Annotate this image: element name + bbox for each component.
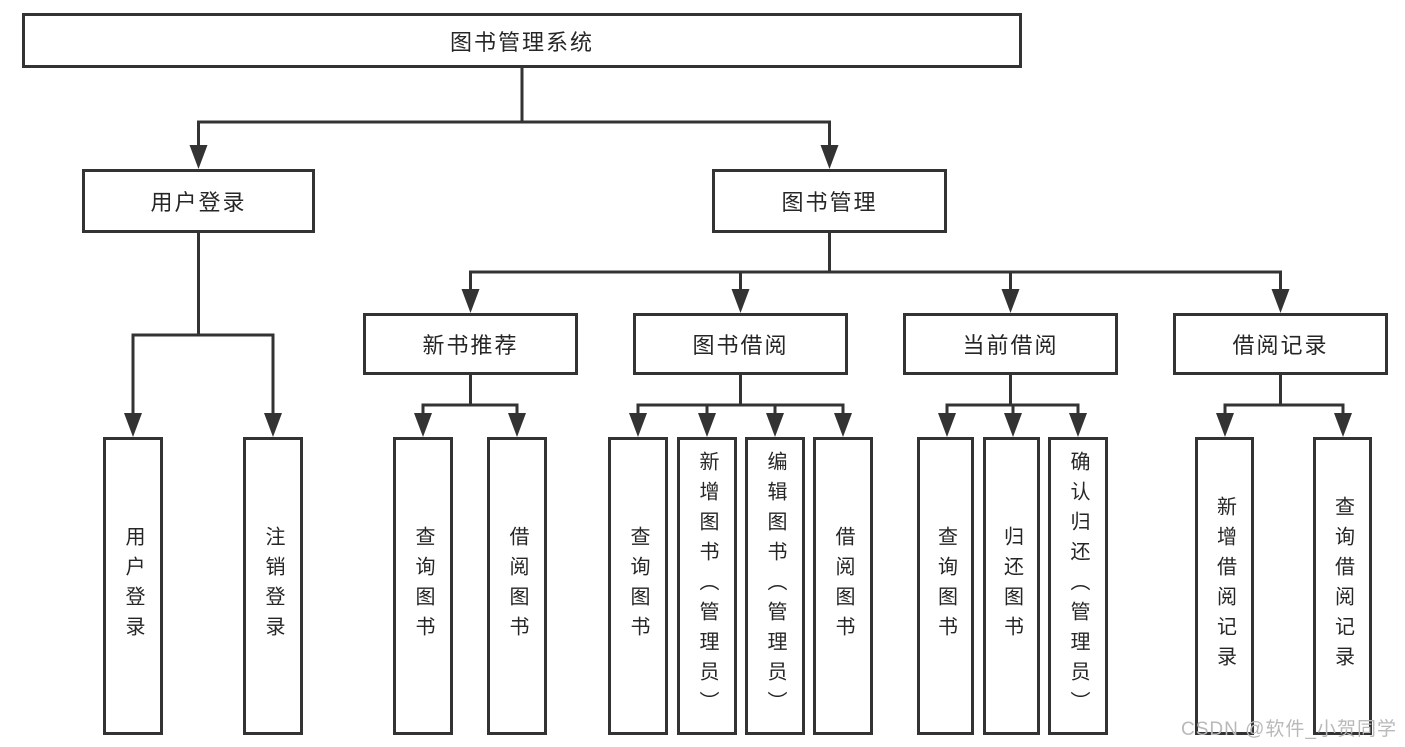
leaf-borrow-book-1: 借阅图书 bbox=[487, 437, 547, 735]
leaf-query-book-1: 查询图书 bbox=[393, 437, 453, 735]
arrowhead-icon bbox=[938, 413, 956, 437]
node-book-management: 图书管理 bbox=[712, 169, 947, 233]
leaf-label: 用户登录 bbox=[122, 526, 144, 646]
leaf-label: 注销登录 bbox=[262, 526, 284, 646]
node-label: 图书管理系统 bbox=[449, 29, 594, 55]
leaf-label: 归还图书 bbox=[1000, 526, 1023, 646]
leaf-query-book-3: 查询图书 bbox=[917, 437, 974, 735]
arrowhead-icon bbox=[1334, 413, 1352, 437]
node-label: 新书推荐 bbox=[422, 333, 519, 358]
leaf-label: 编辑图书（管理员） bbox=[764, 451, 786, 721]
leaf-label: 新增借阅记录 bbox=[1213, 496, 1236, 676]
arrowhead-icon bbox=[1069, 413, 1087, 437]
arrowhead-icon bbox=[834, 413, 852, 437]
arrowhead-icon bbox=[1004, 413, 1022, 437]
watermark: CSDN @软件_小贺同学 bbox=[1181, 719, 1397, 740]
leaf-label: 查询借阅记录 bbox=[1331, 496, 1354, 676]
arrowhead-icon bbox=[820, 145, 839, 169]
leaf-confirm-return-admin: 确认归还（管理员） bbox=[1048, 437, 1108, 735]
leaf-label: 查询图书 bbox=[627, 526, 649, 646]
arrowhead-icon bbox=[508, 413, 526, 437]
node-label: 图书借阅 bbox=[692, 333, 789, 358]
leaf-add-borrow-record: 新增借阅记录 bbox=[1195, 437, 1254, 735]
arrowhead-icon bbox=[1216, 413, 1234, 437]
leaf-add-book-admin: 新增图书（管理员） bbox=[677, 437, 737, 735]
node-label: 借阅记录 bbox=[1232, 333, 1329, 358]
arrowhead-icon bbox=[766, 413, 784, 437]
leaf-logout: 注销登录 bbox=[243, 437, 303, 735]
leaf-label: 查询图书 bbox=[412, 526, 434, 646]
leaf-edit-book-admin: 编辑图书（管理员） bbox=[745, 437, 805, 735]
leaf-borrow-book-2: 借阅图书 bbox=[813, 437, 873, 735]
arrowhead-icon bbox=[189, 145, 208, 169]
leaf-label: 查询图书 bbox=[934, 526, 957, 646]
node-book-borrow: 图书借阅 bbox=[633, 313, 848, 375]
arrowhead-icon bbox=[629, 413, 647, 437]
arrowhead-icon bbox=[1271, 289, 1290, 313]
arrowhead-icon bbox=[698, 413, 716, 437]
arrowhead-icon bbox=[414, 413, 432, 437]
leaf-query-book-2: 查询图书 bbox=[608, 437, 668, 735]
arrowhead-icon bbox=[461, 289, 480, 313]
leaf-label: 新增图书（管理员） bbox=[696, 451, 718, 721]
node-label: 用户登录 bbox=[150, 190, 247, 215]
node-label: 图书管理 bbox=[781, 190, 878, 215]
node-library-management-system: 图书管理系统 bbox=[22, 13, 1022, 68]
node-user-login: 用户登录 bbox=[82, 169, 315, 233]
node-new-book-recommend: 新书推荐 bbox=[363, 313, 578, 375]
arrowhead-icon bbox=[731, 289, 750, 313]
arrowhead-icon bbox=[1001, 289, 1020, 313]
leaf-return-book: 归还图书 bbox=[983, 437, 1040, 735]
arrowhead-icon bbox=[124, 413, 142, 437]
leaf-label: 确认归还（管理员） bbox=[1067, 451, 1089, 721]
leaf-user-login: 用户登录 bbox=[103, 437, 163, 735]
node-borrow-records: 借阅记录 bbox=[1173, 313, 1388, 375]
leaf-query-borrow-record: 查询借阅记录 bbox=[1313, 437, 1372, 735]
node-current-borrow: 当前借阅 bbox=[903, 313, 1118, 375]
arrowhead-icon bbox=[264, 413, 282, 437]
leaf-label: 借阅图书 bbox=[832, 526, 854, 646]
node-label: 当前借阅 bbox=[962, 333, 1059, 358]
leaf-label: 借阅图书 bbox=[506, 526, 528, 646]
